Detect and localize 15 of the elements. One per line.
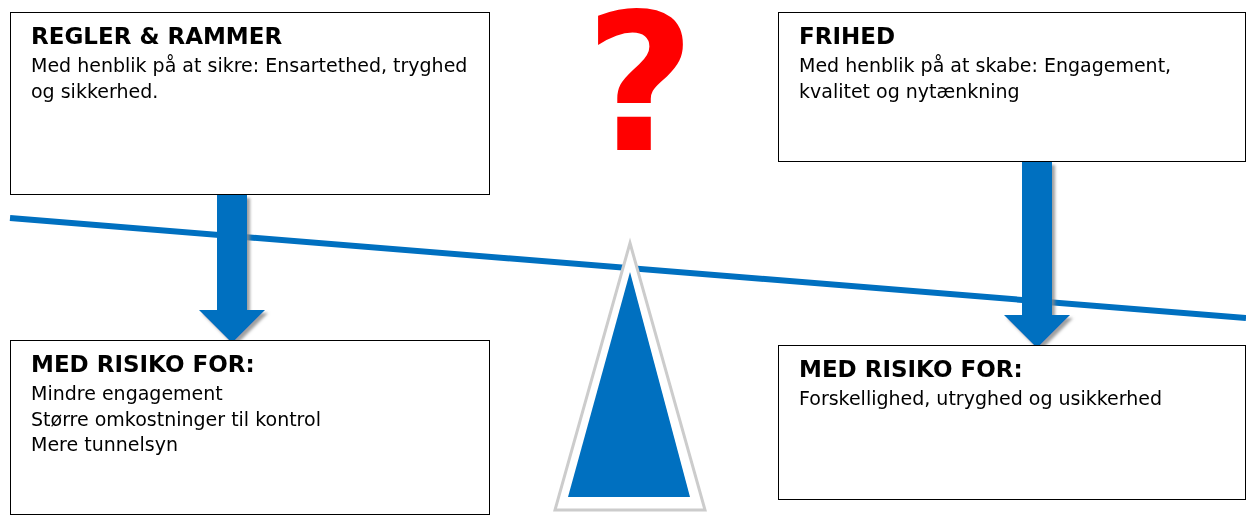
text-box bbox=[10, 340, 490, 515]
box-heading: MED RISIKO FOR: bbox=[799, 356, 1024, 382]
question-mark: ? bbox=[585, 0, 696, 180]
box-text: Forskellighed, utryghed og usikkerhed bbox=[799, 386, 1164, 411]
box-text: Mindre engagement bbox=[31, 381, 224, 406]
box-heading: FRIHED bbox=[799, 23, 897, 49]
box-heading: REGLER & RAMMER bbox=[31, 23, 284, 49]
box-heading: MED RISIKO FOR: bbox=[31, 351, 256, 377]
box-text: Med henblik på at sikre: Ensartethed, tryghed og sikkerhed. bbox=[31, 53, 469, 104]
box-text: Mere tunnelsyn bbox=[31, 432, 179, 458]
text-box bbox=[778, 12, 1246, 162]
text-box bbox=[10, 12, 490, 195]
box-text: Med henblik på at skabe: Engagement, kvalitet og nytænkning bbox=[799, 53, 1173, 104]
box-text: Større omkostninger til kontrol bbox=[31, 406, 322, 432]
text-box bbox=[778, 345, 1246, 500]
